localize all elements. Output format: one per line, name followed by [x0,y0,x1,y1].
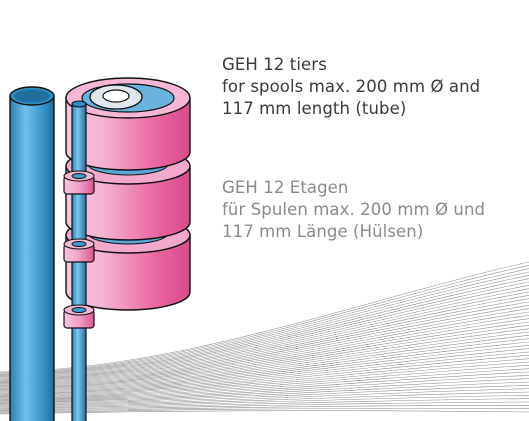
collar-3 [63,304,95,329]
caption-english-line-2: 117 mm length (tube) [222,99,407,118]
main-pole [9,86,55,421]
caption-english-line-1: for spools max. 200 mm Ø and [222,77,481,96]
caption-german-line-1: für Spulen max. 200 mm Ø und [222,200,486,219]
caption-german-line-2: 117 mm Länge (Hülsen) [222,222,424,241]
caption-german-title: GEH 12 Etagen [222,178,349,197]
spool-tier-1 [65,77,191,171]
collar-1 [63,170,95,195]
caption-german: GEH 12 Etagen für Spulen max. 200 mm Ø u… [222,177,527,243]
caption-english-title: GEH 12 tiers [222,55,327,74]
collar-2 [63,238,95,263]
caption-english: GEH 12 tiers for spools max. 200 mm Ø an… [222,54,527,120]
